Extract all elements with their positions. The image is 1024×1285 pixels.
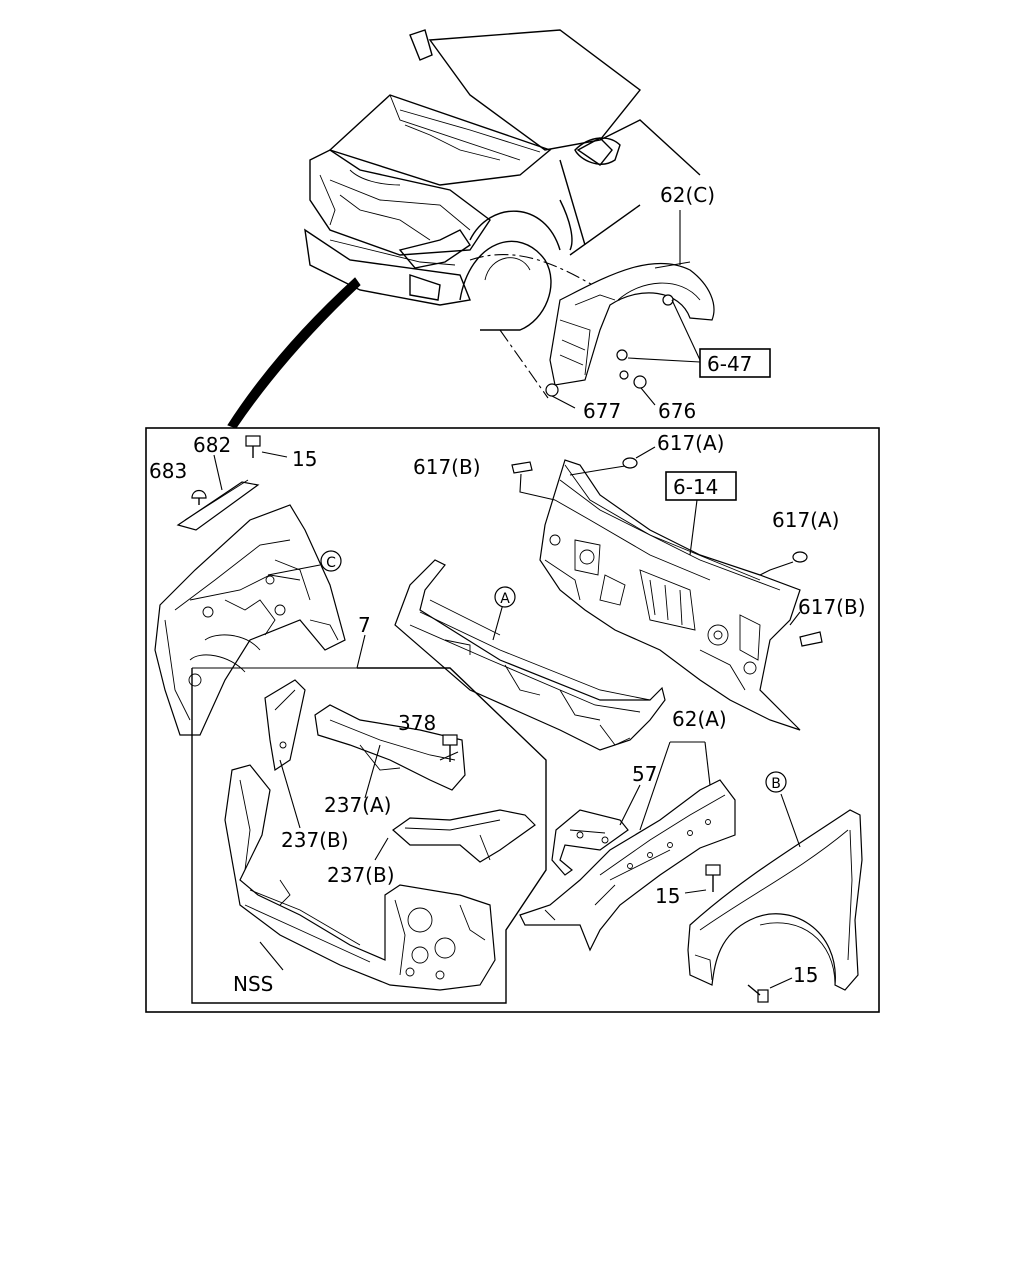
inner-fender-62a (519, 779, 736, 952)
callout-15-bottom: 15 (793, 963, 818, 987)
callout-6-47: 6-47 (707, 352, 752, 376)
callout-15-mid: 15 (655, 884, 680, 908)
leader-237b-left (279, 759, 301, 829)
leader-62a-a (639, 741, 671, 831)
leader-617a-right (759, 561, 794, 576)
leader-617b-right (789, 611, 801, 626)
leader-682 (213, 454, 223, 491)
dash-panel (511, 457, 823, 731)
callout-62a: 62(A) (672, 707, 727, 731)
main-frame (145, 427, 880, 1013)
callout-62c: 62(C) (660, 183, 715, 207)
leader-6-14 (689, 499, 698, 556)
callout-682: 682 (193, 433, 231, 457)
vehicle-illustration (227, 29, 701, 429)
callout-57: 57 (632, 762, 657, 786)
callout-237b-right: 237(B) (327, 863, 395, 887)
callout-617a-top: 617(A) (657, 431, 724, 455)
leader-617a-top (635, 446, 656, 459)
ref-box-6-47 (699, 348, 771, 378)
leader-57 (619, 784, 641, 826)
radiator-support (224, 679, 536, 991)
leader-617b-top (519, 473, 556, 501)
marker-b-label: B (771, 776, 781, 792)
leader-617a-top-2 (569, 465, 626, 476)
callout-6-14: 6-14 (673, 475, 718, 499)
callout-617b-right: 617(B) (798, 595, 866, 619)
leader-15-top (261, 451, 288, 458)
callout-378: 378 (398, 711, 436, 735)
callout-676: 676 (658, 399, 696, 423)
callout-683: 683 (149, 459, 187, 483)
leader-378 (439, 751, 459, 761)
leader-62a-b (704, 741, 711, 786)
ref-box-6-14 (665, 471, 737, 501)
marker-c-label: C (326, 555, 336, 571)
callout-15-top: 15 (292, 447, 317, 471)
callout-677: 677 (583, 399, 621, 423)
top-leaders (551, 210, 701, 409)
marker-c (320, 550, 342, 572)
wheel-liner-62c (545, 261, 715, 397)
callout-237a: 237(A) (324, 793, 391, 817)
front-fender (687, 809, 863, 1003)
callout-7: 7 (358, 613, 371, 637)
marker-a-label: A (500, 591, 510, 607)
leader-c-marker (267, 564, 321, 576)
marker-a (494, 586, 516, 608)
leader-nss (259, 941, 284, 971)
callout-nss: NSS (233, 972, 273, 996)
cowl-panel (394, 559, 666, 751)
leader-b-marker (780, 793, 801, 848)
apron-assembly-left (154, 435, 346, 736)
leader-237a (364, 744, 381, 799)
leader-15-mid (684, 889, 707, 894)
callout-617b-top: 617(B) (413, 455, 481, 479)
callout-237b-left: 237(B) (281, 828, 349, 852)
leader-237b-right (374, 837, 389, 861)
callout-617a-right: 617(A) (772, 508, 839, 532)
marker-b (765, 771, 787, 793)
leader-15-bottom (769, 977, 793, 989)
leader-a-marker (492, 603, 504, 641)
subassembly-frame (191, 667, 547, 1004)
